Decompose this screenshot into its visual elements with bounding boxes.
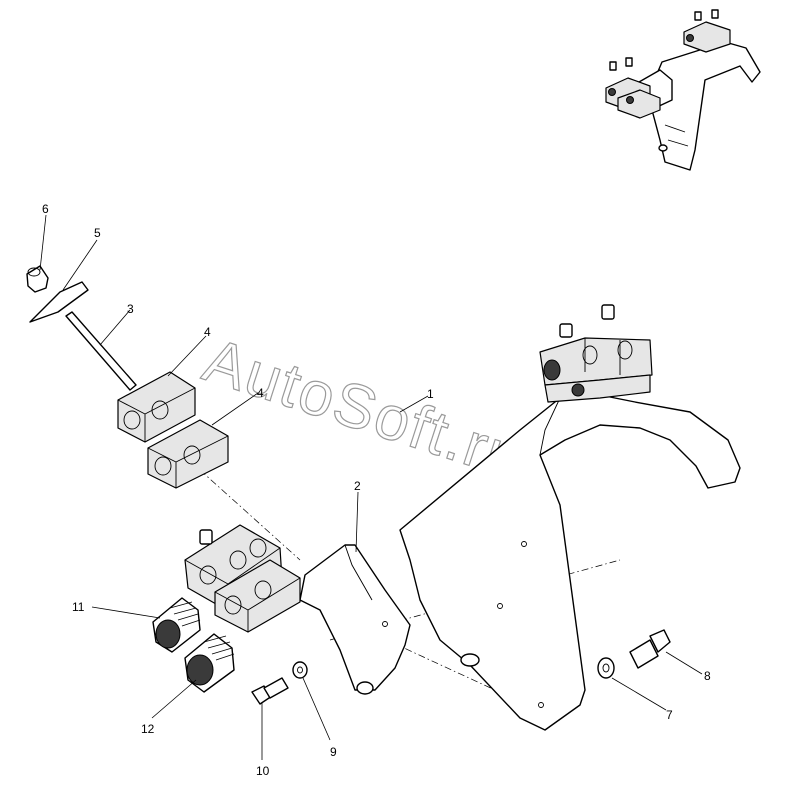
part-8-bolt <box>629 629 671 669</box>
leader-lines <box>39 214 703 760</box>
callout-11: 11 <box>72 600 85 614</box>
part-6-cap <box>26 265 49 293</box>
callout-7: 7 <box>666 708 673 722</box>
part-1-main-bracket <box>399 304 741 731</box>
callout-2: 2 <box>354 479 361 493</box>
part-2-small-bracket <box>299 544 411 695</box>
part-4-clamp-upper <box>117 371 229 489</box>
clamp-assembly-lower <box>184 524 301 633</box>
part-3-rod <box>65 311 137 391</box>
part-12-coil-insert <box>184 633 235 693</box>
callout-1: 1 <box>427 387 434 401</box>
callout-3: 3 <box>127 302 134 316</box>
callout-4-lower: 4 <box>257 386 264 400</box>
callout-5: 5 <box>94 226 101 240</box>
callout-6: 6 <box>42 202 49 216</box>
callout-12: 12 <box>141 722 155 736</box>
part-11-coil-insert <box>152 597 201 653</box>
callout-9: 9 <box>330 745 337 759</box>
part-10-bolt <box>251 677 289 705</box>
callout-10: 10 <box>256 764 270 778</box>
part-9-washer <box>292 661 308 679</box>
callout-8: 8 <box>704 669 711 683</box>
assembled-view-inset <box>605 9 761 171</box>
callout-labels: 6 5 3 4 4 1 2 11 12 10 9 7 8 <box>42 202 711 778</box>
callout-4-upper: 4 <box>204 325 211 339</box>
part-7-washer <box>597 657 615 679</box>
part-5-plate <box>29 281 89 323</box>
